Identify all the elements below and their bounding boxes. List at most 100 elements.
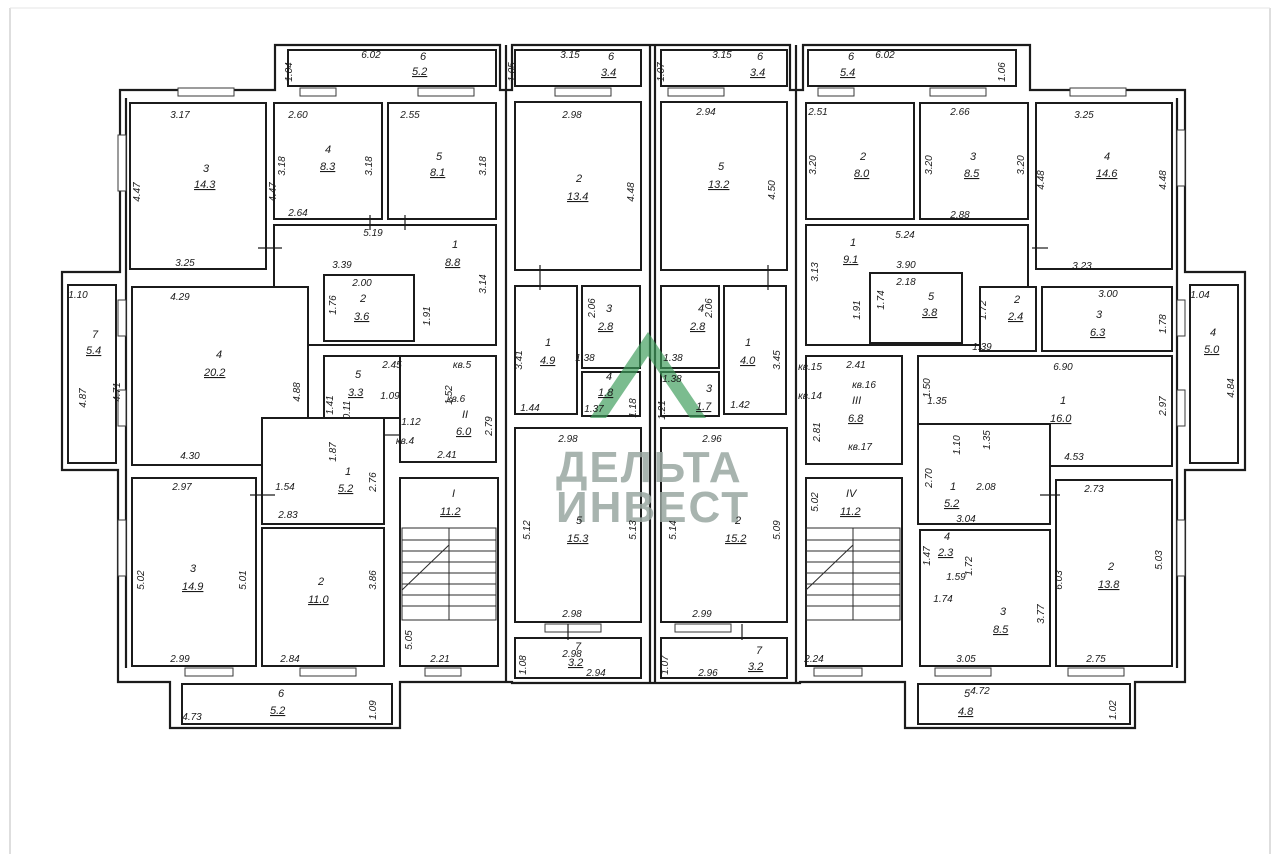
room-number: 4 bbox=[1210, 327, 1216, 339]
room-area: 13.8 bbox=[1098, 579, 1120, 591]
room-area: 5.2 bbox=[412, 66, 427, 78]
room-number: 6 bbox=[278, 688, 285, 700]
room-area: 14.6 bbox=[1096, 168, 1118, 180]
dimension-label: 2.66 bbox=[949, 107, 970, 118]
dimension-label: 1.47 bbox=[922, 546, 933, 566]
dimension-label: 2.55 bbox=[399, 110, 420, 121]
room-number: 6 bbox=[757, 51, 764, 63]
room-number: 2 bbox=[575, 173, 582, 185]
room-area: 6.0 bbox=[456, 426, 472, 438]
door-marks bbox=[250, 215, 1060, 640]
room-area: 5.4 bbox=[840, 67, 855, 79]
room-area: 3.2 bbox=[568, 657, 583, 669]
dimension-label: 3.18 bbox=[364, 156, 375, 176]
dimension-label: 1.72 bbox=[964, 556, 975, 576]
room-area: 11.2 bbox=[840, 506, 861, 518]
room-number: 1 bbox=[545, 337, 551, 349]
dimension-label: 5.02 bbox=[136, 570, 147, 590]
dimension-label: 1.72 bbox=[978, 300, 989, 320]
dimension-label: кв.5 bbox=[453, 360, 472, 371]
dimension-labels: 6.021.043.151.053.151.076.021.063.174.47… bbox=[68, 50, 1237, 723]
room-area: 8.8 bbox=[445, 257, 461, 269]
room-area: 11.0 bbox=[308, 594, 329, 606]
dimension-label: 6.03 bbox=[1054, 570, 1065, 590]
room-area: 15.3 bbox=[567, 533, 589, 545]
dimension-label: 4.47 bbox=[268, 182, 279, 202]
room-area: 8.5 bbox=[964, 168, 980, 180]
room-number: 1 bbox=[1060, 395, 1066, 407]
room-area: 16.0 bbox=[1050, 413, 1072, 425]
dimension-label: 1.44 bbox=[520, 403, 540, 414]
dimension-label: 2.96 bbox=[697, 668, 718, 679]
dimension-label: 3.13 bbox=[810, 262, 821, 282]
dimension-label: 2.41 bbox=[845, 360, 865, 371]
dimension-label: 2.96 bbox=[701, 434, 722, 445]
dimension-label: 5.13 bbox=[628, 520, 639, 540]
dimension-label: 5.14 bbox=[668, 520, 679, 540]
outer-walls bbox=[60, 43, 1247, 730]
room-area: 8.1 bbox=[430, 167, 445, 179]
dimension-label: 5.09 bbox=[772, 520, 783, 540]
room-number: 2 bbox=[734, 515, 741, 527]
dimension-label: 1.37 bbox=[584, 404, 604, 415]
dimension-label: 5.19 bbox=[363, 228, 383, 239]
room-number: 1 bbox=[452, 239, 458, 251]
dimension-label: 5.01 bbox=[238, 570, 249, 589]
room-area: 2.8 bbox=[597, 321, 614, 333]
dimension-label: 1.09 bbox=[368, 700, 379, 720]
dimension-label: 3.86 bbox=[368, 570, 379, 590]
dimension-label: 4.72 bbox=[970, 686, 990, 697]
room-number: I bbox=[452, 488, 455, 500]
dimension-label: 3.39 bbox=[332, 260, 352, 271]
room-number: 4 bbox=[606, 371, 612, 383]
dimension-label: 3.23 bbox=[1072, 261, 1092, 272]
dimension-label: 6.90 bbox=[1053, 362, 1073, 373]
room-number: III bbox=[852, 395, 861, 407]
dimension-label: 3.00 bbox=[1098, 289, 1118, 300]
dimension-label: 2.98 bbox=[557, 434, 578, 445]
room-number: 3 bbox=[970, 151, 977, 163]
dimension-label: 3.20 bbox=[808, 155, 819, 175]
dimension-label: 2.88 bbox=[949, 210, 970, 221]
dimension-label: 3.20 bbox=[924, 155, 935, 175]
room-area: 14.9 bbox=[182, 581, 203, 593]
dimension-label: 1.04 bbox=[1190, 290, 1210, 301]
room-number: 7 bbox=[756, 645, 763, 657]
room-number: 1 bbox=[950, 481, 956, 493]
room-area: 4.8 bbox=[958, 706, 974, 718]
dimension-label: 2.21 bbox=[429, 654, 449, 665]
dimension-label: кв.14 bbox=[798, 391, 822, 402]
dimension-label: 1.38 bbox=[663, 353, 683, 364]
room-area: 4.9 bbox=[540, 355, 555, 367]
dimension-label: 1.35 bbox=[982, 430, 993, 450]
room-area: 5.2 bbox=[944, 498, 959, 510]
dimension-label: 4.84 bbox=[1226, 378, 1237, 398]
room-area: 5.2 bbox=[270, 705, 285, 717]
dimension-label: 2.84 bbox=[279, 654, 300, 665]
dimension-label: 5.02 bbox=[810, 492, 821, 512]
dimension-label: 2.94 bbox=[585, 668, 606, 679]
room-number: 2 bbox=[1013, 294, 1020, 306]
dimension-label: 3.25 bbox=[1074, 110, 1094, 121]
dimension-label: 1.09 bbox=[380, 391, 400, 402]
dimension-label: 1.35 bbox=[927, 396, 947, 407]
dimension-label: 2.60 bbox=[287, 110, 308, 121]
dimension-label: 1.21 bbox=[657, 400, 668, 419]
dimension-label: 2.79 bbox=[484, 416, 495, 437]
dimension-label: 2.99 bbox=[169, 654, 190, 665]
dimension-label: 4.50 bbox=[767, 180, 778, 200]
dimension-label: 2.24 bbox=[803, 654, 824, 665]
dimension-label: 2.73 bbox=[1083, 484, 1104, 495]
dimension-label: 4.48 bbox=[1158, 170, 1169, 190]
dimension-label: 3.45 bbox=[772, 350, 783, 370]
room-number: 4 bbox=[944, 531, 950, 543]
dimension-label: 2.18 bbox=[895, 277, 916, 288]
room-area: 2.4 bbox=[1007, 311, 1023, 323]
dimension-label: 1.02 bbox=[1108, 700, 1119, 720]
room-area: 2.8 bbox=[689, 321, 706, 333]
room-number: 5 bbox=[436, 151, 443, 163]
room-area: 13.2 bbox=[708, 179, 729, 191]
dimension-label: 4.47 bbox=[132, 182, 143, 202]
dimension-label: 2.97 bbox=[1158, 396, 1169, 417]
